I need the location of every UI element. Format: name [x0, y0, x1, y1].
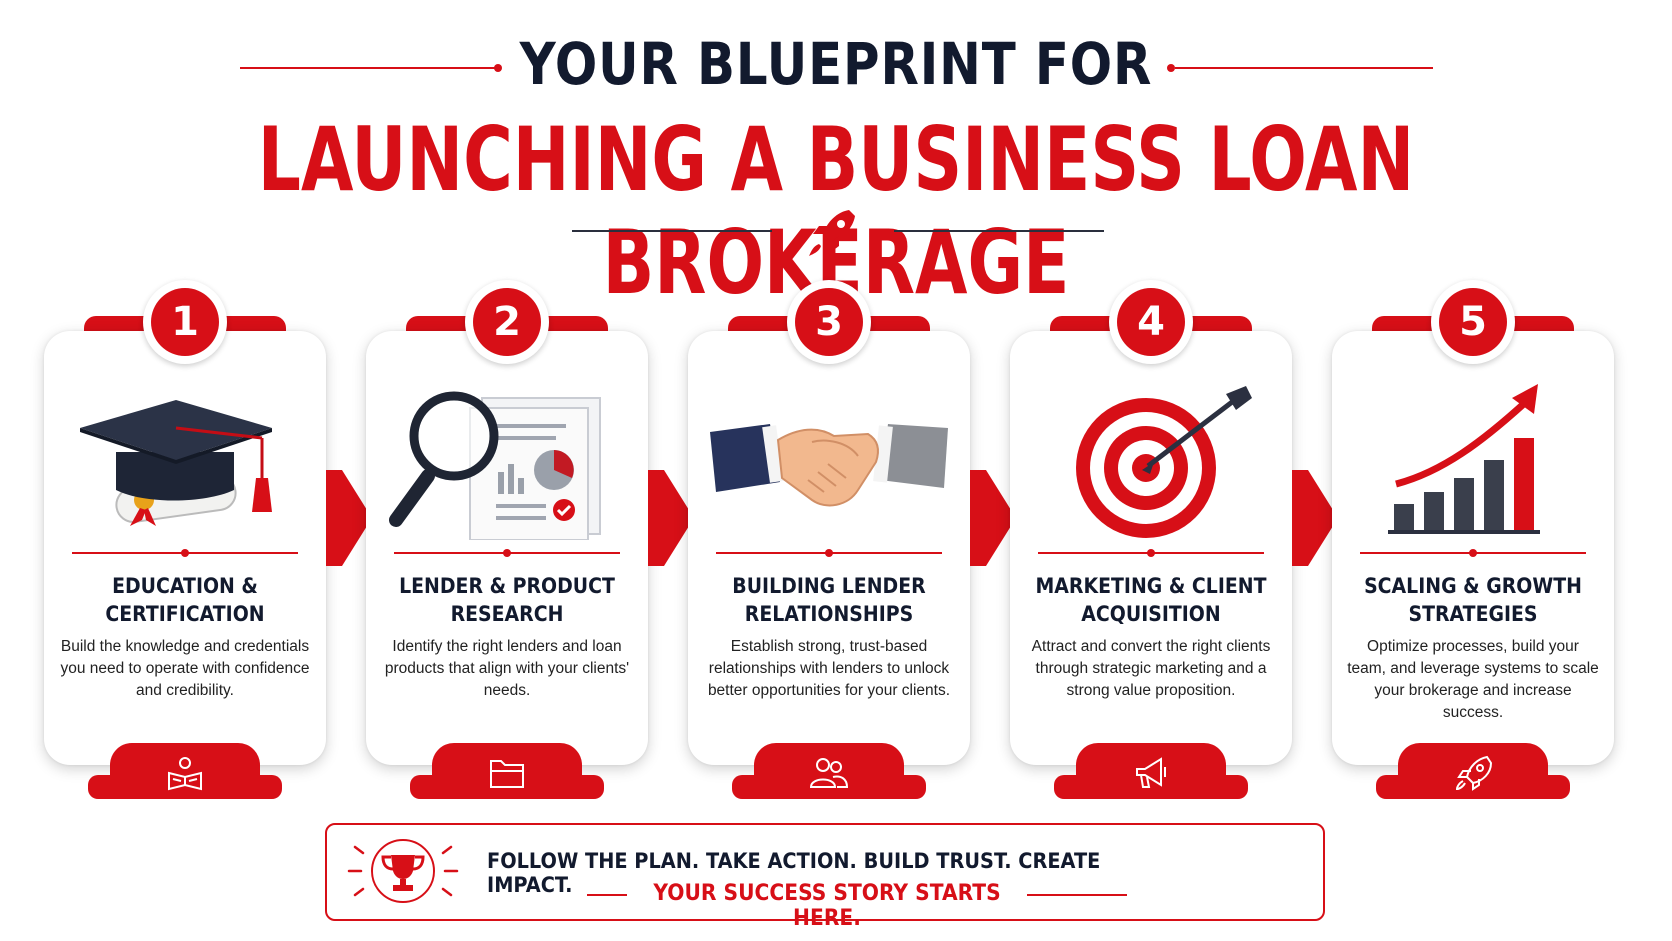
step-number-badge: 5 — [1431, 280, 1515, 364]
step-arrow-2 — [648, 470, 694, 566]
step-number: 4 — [1117, 288, 1185, 356]
step-arrow-4 — [1292, 470, 1338, 566]
step-title: EDUCATION & CERTIFICATION — [105, 574, 265, 626]
step-card-4: 4 MARKETING & CLIENT ACQUISITION Attract… — [1010, 280, 1292, 800]
card-footer-tab — [88, 743, 282, 799]
step-title: MARKETING & CLIENT ACQUISITION — [1035, 574, 1267, 626]
step-number: 2 — [473, 288, 541, 356]
card-body — [688, 331, 970, 765]
step-arrow-3 — [970, 470, 1016, 566]
step-number: 5 — [1439, 288, 1507, 356]
page-title-line1: YOUR BLUEPRINT FOR — [519, 30, 1153, 98]
megaphone-icon — [1136, 757, 1166, 788]
footer-tagline: FOLLOW THE PLAN. TAKE ACTION. BUILD TRUS… — [487, 849, 1101, 897]
folder-icon — [490, 760, 524, 788]
trophy-rays — [347, 845, 459, 897]
step-number-badge: 1 — [143, 280, 227, 364]
card-footer-tab — [732, 743, 926, 799]
step-title: LENDER & PRODUCT RESEARCH — [399, 574, 615, 626]
step-description: Establish strong, trust-based relationsh… — [707, 638, 951, 699]
header: YOUR BLUEPRINT FOR LAUNCHING A BUSINESS … — [0, 0, 1672, 314]
step-card-5: 5 SCALING & GROWTH STRATEGIES Optimize p… — [1332, 280, 1614, 800]
card-footer-tab — [1054, 743, 1248, 799]
card-footer-tab — [1376, 743, 1570, 799]
step-description: Identify the right lenders and loan prod… — [384, 638, 630, 699]
reading-person-icon — [168, 757, 202, 791]
step-title: SCALING & GROWTH STRATEGIES — [1364, 574, 1582, 626]
card-divider-dot — [1469, 549, 1477, 557]
footer-line-left — [587, 894, 627, 896]
title-decor-dot-left — [494, 64, 502, 72]
title-decor-dot-right — [1167, 64, 1175, 72]
graduation-cap-icon — [80, 400, 272, 526]
step-arrow-1 — [326, 470, 372, 566]
people-icon — [809, 758, 849, 788]
title-decor-line-left — [240, 67, 498, 69]
trophy-badge — [371, 839, 435, 903]
handshake-icon — [710, 424, 948, 507]
step-description: Optimize processes, build your team, and… — [1347, 638, 1599, 721]
card-divider-dot — [1147, 549, 1155, 557]
footer-banner: FOLLOW THE PLAN. TAKE ACTION. BUILD TRUS… — [325, 823, 1325, 931]
card-divider-dot — [503, 549, 511, 557]
title-decor-line-right — [1175, 67, 1433, 69]
card-body — [1332, 331, 1614, 765]
step-description: Build the knowledge and credentials you … — [60, 638, 310, 699]
growth-chart-icon — [1388, 384, 1540, 534]
subtitle-divider-right — [894, 230, 1104, 232]
step-card-1: 1 EDUCATION & CERTIFICATION Build the kn… — [44, 280, 326, 800]
subtitle-divider-left — [572, 230, 772, 232]
target-icon — [1076, 386, 1252, 538]
step-number-badge: 4 — [1109, 280, 1193, 364]
trophy-icon — [381, 855, 425, 891]
step-title: BUILDING LENDER RELATIONSHIPS — [732, 574, 926, 626]
step-number: 3 — [795, 288, 863, 356]
step-card-3: 3 BUILDING LENDER RELATIONSHIPS Establis… — [688, 280, 970, 800]
rocket-icon — [1455, 755, 1493, 791]
magnifying-glass-icon — [389, 391, 601, 540]
step-description: Attract and convert the right clients th… — [1031, 638, 1271, 699]
card-footer-tab — [410, 743, 604, 799]
step-number-badge: 3 — [787, 280, 871, 364]
step-number-badge: 2 — [465, 280, 549, 364]
step-number: 1 — [151, 288, 219, 356]
footer-cta: YOUR SUCCESS STORY STARTS HERE. — [653, 881, 1001, 931]
footer-line-right — [1027, 894, 1127, 896]
step-card-2: 2 LENDER & PRODUCT RESEARCH Identify the… — [366, 280, 648, 800]
card-divider-dot — [181, 549, 189, 557]
card-divider-dot — [825, 549, 833, 557]
rocket-icon — [809, 210, 855, 256]
